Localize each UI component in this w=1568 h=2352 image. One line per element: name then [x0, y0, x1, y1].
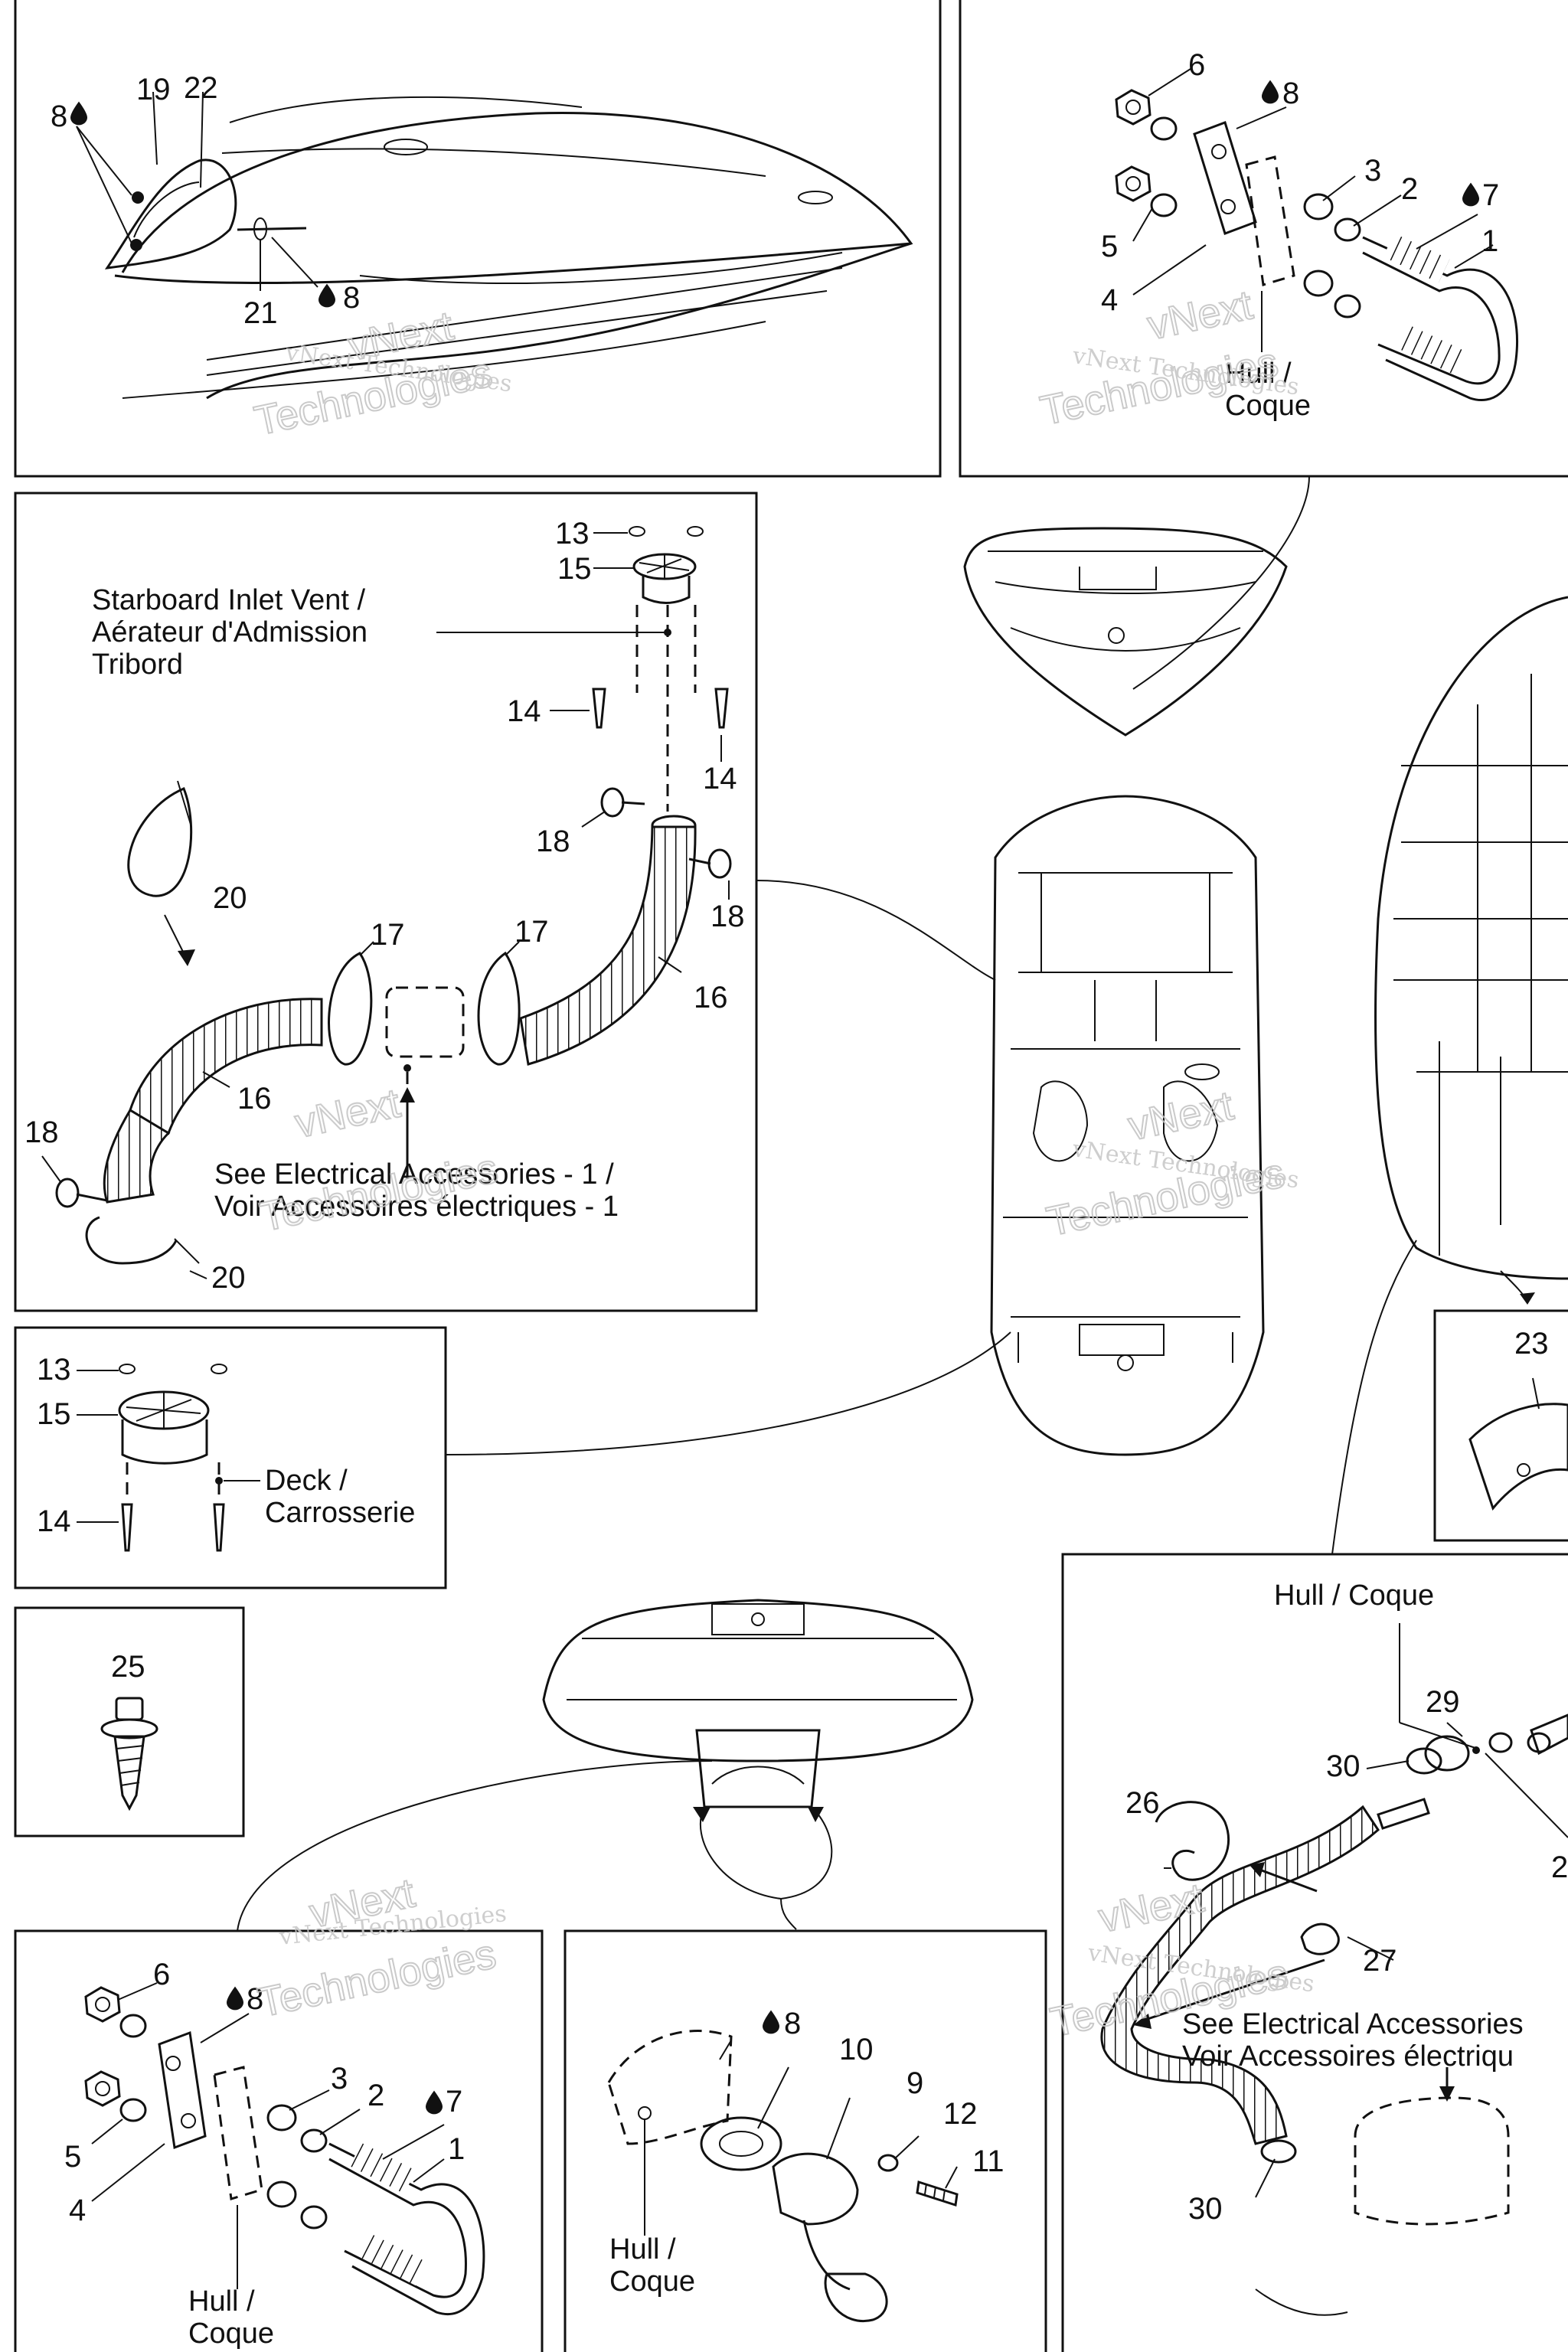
callout-8: 8: [343, 281, 360, 315]
watermark-line1: vNext: [1124, 1083, 1237, 1149]
callout-18: 18: [710, 900, 745, 933]
drop-icon: [1462, 182, 1479, 207]
panel-drain: 8 10 9 12 11 Hull / Coque: [564, 1929, 1047, 2352]
callout-9: 9: [906, 2066, 923, 2100]
callout-8: 8: [247, 1982, 263, 2016]
callout-16: 16: [694, 981, 728, 1014]
callout-8: 8: [1282, 77, 1299, 110]
callout-8: 8: [784, 2007, 801, 2040]
hull-label: Hull /: [609, 2233, 676, 2265]
callout-1: 1: [448, 2132, 465, 2166]
boat-views: [237, 475, 1568, 1932]
callout-13: 13: [37, 1353, 71, 1387]
callout-20: 20: [213, 881, 247, 915]
panel-screw: 25: [14, 1606, 245, 1838]
callout-6: 6: [1188, 48, 1205, 82]
callout-14: 14: [703, 762, 737, 795]
callout-21: 21: [243, 296, 278, 330]
callout-18: 18: [24, 1116, 59, 1149]
callout-12: 12: [943, 2097, 978, 2131]
callout-6: 6: [153, 1958, 170, 1991]
callout-3: 3: [1364, 154, 1381, 188]
callout-30: 30: [1326, 1749, 1361, 1783]
starboard-vent-caption-2: Aérateur d'Admission: [92, 616, 368, 648]
callout-5: 5: [64, 2140, 81, 2174]
callout-18: 18: [536, 825, 570, 858]
callout-14: 14: [37, 1504, 71, 1538]
callout-11: 11: [972, 2145, 1004, 2178]
watermark-line1: vNext: [291, 1080, 404, 1147]
callout-22: 22: [184, 71, 218, 105]
hull-coque-caption: Hull / Coque: [1274, 1579, 1434, 1612]
coque-label: Coque: [188, 2318, 274, 2350]
callout-30: 30: [1188, 2192, 1223, 2226]
callout-10: 10: [839, 2033, 874, 2066]
electrical-caption-1: See Electrical Accessories - 1 /: [214, 1158, 614, 1191]
callout-15: 15: [557, 552, 592, 586]
callout-1: 1: [1481, 224, 1498, 258]
drop-icon: [1262, 80, 1279, 104]
panel-vent-starboard: 13 15 14 14 18 18 20 17 17 16 16 18 20 S…: [14, 492, 758, 1312]
callout-29: 29: [1426, 1685, 1460, 1719]
callout-2: 2: [1551, 1851, 1568, 1884]
panel-clip: 23: [1433, 1309, 1568, 1542]
panel-bilge: Hull / Coque 29 30 26 27 30 2 See Electr…: [1061, 1553, 1568, 2352]
watermark-line1: vNext: [1144, 282, 1257, 348]
coque-label: Coque: [609, 2265, 695, 2298]
electrical-caption-1: See Electrical Accessories: [1182, 2008, 1524, 2040]
panel-vent-deck: 13 15 14 Deck / Carrosserie: [14, 1326, 447, 1589]
hull-label: Hull /: [1225, 358, 1292, 390]
drop-icon: [426, 2090, 443, 2115]
callout-4: 4: [69, 2194, 86, 2227]
panel-ubolt-bottom: 6 8 3 2 7 5 4 1 Hull / Coque: [14, 1929, 544, 2352]
callout-5: 5: [1101, 230, 1118, 263]
callout-20: 20: [211, 1261, 246, 1295]
callout-7: 7: [446, 2085, 462, 2118]
callout-4: 4: [1101, 283, 1118, 317]
callout-7: 7: [1482, 178, 1499, 212]
starboard-vent-caption-1: Starboard Inlet Vent /: [92, 584, 365, 616]
callout-15: 15: [37, 1397, 71, 1431]
callout-26: 26: [1125, 1786, 1160, 1820]
callout-2: 2: [368, 2079, 384, 2112]
callout-17: 17: [371, 918, 405, 952]
callout-27: 27: [1363, 1944, 1397, 1978]
callout-14: 14: [507, 694, 541, 728]
panel-bow: 19 22 8 21 8: [14, 0, 942, 478]
drop-icon: [763, 2010, 779, 2034]
callout-13: 13: [555, 517, 590, 550]
callout-19: 19: [136, 73, 171, 106]
callout-16: 16: [237, 1082, 272, 1116]
drop-icon: [227, 1986, 243, 2011]
panel-ubolt-top: 6 8 3 2 7 5 4 1 Hull / Coque: [959, 0, 1568, 478]
deck-label: Deck /: [265, 1465, 348, 1497]
electrical-caption-2: Voir Accessoires électriqu: [1182, 2040, 1514, 2073]
callout-25: 25: [111, 1650, 145, 1684]
carrosserie-label: Carrosserie: [265, 1497, 415, 1529]
callout-17: 17: [514, 915, 549, 949]
callout-8: 8: [51, 100, 67, 133]
hull-label: Hull /: [188, 2285, 255, 2318]
drop-icon: [318, 283, 335, 308]
electrical-caption-2: Voir Accessoires électriques - 1: [214, 1191, 619, 1223]
callout-3: 3: [331, 2062, 348, 2096]
callout-2: 2: [1401, 172, 1418, 206]
starboard-vent-caption-3: Tribord: [92, 648, 183, 681]
coque-label: Coque: [1225, 390, 1311, 422]
drop-icon: [70, 101, 87, 126]
callout-23: 23: [1514, 1327, 1549, 1361]
